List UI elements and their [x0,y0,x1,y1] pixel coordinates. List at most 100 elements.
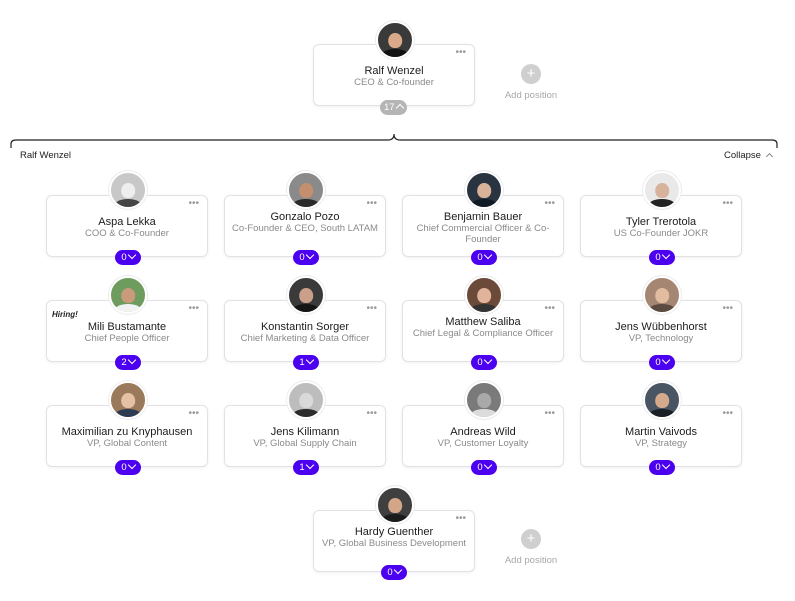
reports-toggle-button[interactable]: 1 [293,355,319,370]
chevron-down-icon [127,355,136,365]
reports-toggle-button[interactable]: 0 [115,460,141,475]
reports-count: 0 [655,462,661,473]
person-name: Aspa Lekka [98,216,156,228]
chevron-down-icon [127,460,136,470]
chevron-down-icon [661,250,670,260]
person-name: Tyler Trerotola [625,216,697,228]
reports-count: 2 [121,357,127,368]
more-dots-icon[interactable]: ••• [188,198,199,209]
reports-toggle-button[interactable]: 0 [649,355,675,370]
person-name: Konstantin Sorger [260,321,350,333]
reports-count: 0 [477,462,483,473]
more-dots-icon[interactable]: ••• [544,198,555,209]
person-title: VP, Global Content [86,438,168,449]
more-dots-icon[interactable]: ••• [366,303,377,314]
more-dots-icon[interactable]: ••• [722,303,733,314]
reports-toggle-button[interactable]: 0 [293,250,319,265]
hiring-badge: Hiring! [52,310,78,319]
avatar [109,276,147,314]
more-dots-icon[interactable]: ••• [366,198,377,209]
reports-count: 0 [387,567,393,578]
reports-count: 0 [121,252,127,263]
person-name: Hardy Guenther [354,526,434,538]
reports-toggle-button[interactable]: 0 [649,460,675,475]
more-dots-icon[interactable]: ••• [455,513,466,524]
chevron-down-icon [483,250,492,260]
chevron-down-icon [393,565,402,575]
reports-toggle-button[interactable]: 0 [471,460,497,475]
report-card[interactable]: ••• Hardy Guenther VP, Global Business D… [313,510,475,572]
reports-count: 0 [299,252,305,263]
more-dots-icon[interactable]: ••• [455,47,466,58]
person-title: CEO & Co-founder [354,77,434,88]
collapse-button[interactable]: Collapse [724,150,773,161]
avatar [643,276,681,314]
group-bracket [10,133,778,148]
reports-toggle-button[interactable]: 17 [380,100,407,115]
reports-count: 0 [477,357,483,368]
more-dots-icon[interactable]: ••• [366,408,377,419]
avatar [465,381,503,419]
reports-toggle-button[interactable]: 0 [649,250,675,265]
avatar [643,171,681,209]
avatar [465,171,503,209]
avatar [643,381,681,419]
person-name: Benjamin Bauer [443,211,523,223]
person-title: VP, Strategy [634,438,688,449]
group-label: Ralf Wenzel [20,150,72,161]
chevron-down-icon [483,355,492,365]
avatar [287,381,325,419]
chevron-up-icon [765,152,773,161]
person-title: VP, Global Supply Chain [253,438,357,449]
report-card[interactable]: ••• Jens Wübbenhorst VP, Technology [580,300,742,362]
reports-count: 0 [655,357,661,368]
person-title: VP, Global Business Development [322,538,466,549]
more-dots-icon[interactable]: ••• [722,198,733,209]
plus-icon: + [521,64,541,84]
chevron-down-icon [661,355,670,365]
avatar [376,21,414,59]
plus-icon: + [521,529,541,549]
more-dots-icon[interactable]: ••• [188,303,199,314]
avatar [287,276,325,314]
person-title: VP, Customer Loyalty [437,438,529,449]
person-title: Chief People Officer [84,333,170,344]
reports-count: 1 [299,462,305,473]
add-position-button[interactable]: + Add position [491,529,571,566]
add-position-label: Add position [504,90,558,101]
avatar [109,171,147,209]
reports-toggle-button[interactable]: 0 [381,565,407,580]
more-dots-icon[interactable]: ••• [544,408,555,419]
more-dots-icon[interactable]: ••• [544,303,555,314]
person-title: Co-Founder & CEO, South LATAM [232,223,378,234]
person-title: Chief Commercial Officer & Co-Founder [416,223,550,245]
chevron-down-icon [305,355,314,365]
avatar [376,486,414,524]
chevron-up-icon [395,103,404,113]
reports-toggle-button[interactable]: 0 [115,250,141,265]
more-dots-icon[interactable]: ••• [188,408,199,419]
avatar [109,381,147,419]
add-position-button[interactable]: + Add position [491,64,571,101]
more-dots-icon[interactable]: ••• [722,408,733,419]
reports-count: 17 [384,102,395,113]
chevron-down-icon [661,460,670,470]
person-name: Maximilian zu Knyphausen [61,426,193,438]
reports-toggle-button[interactable]: 0 [471,355,497,370]
avatar [465,276,503,314]
person-title: US Co-Founder JOKR [613,228,709,239]
person-name: Ralf Wenzel [364,65,424,77]
person-name: Jens Wübbenhorst [615,321,707,333]
reports-count: 0 [121,462,127,473]
reports-toggle-button[interactable]: 2 [115,355,141,370]
chevron-down-icon [127,250,136,260]
reports-toggle-button[interactable]: 0 [471,250,497,265]
report-card[interactable]: ••• Konstantin Sorger Chief Marketing & … [224,300,386,362]
reports-toggle-button[interactable]: 1 [293,460,319,475]
chevron-down-icon [305,250,314,260]
person-title: VP, Technology [628,333,694,344]
reports-count: 0 [477,252,483,263]
person-name: Matthew Saliba [445,316,521,328]
chevron-down-icon [305,460,314,470]
person-name: Andreas Wild [450,426,516,438]
